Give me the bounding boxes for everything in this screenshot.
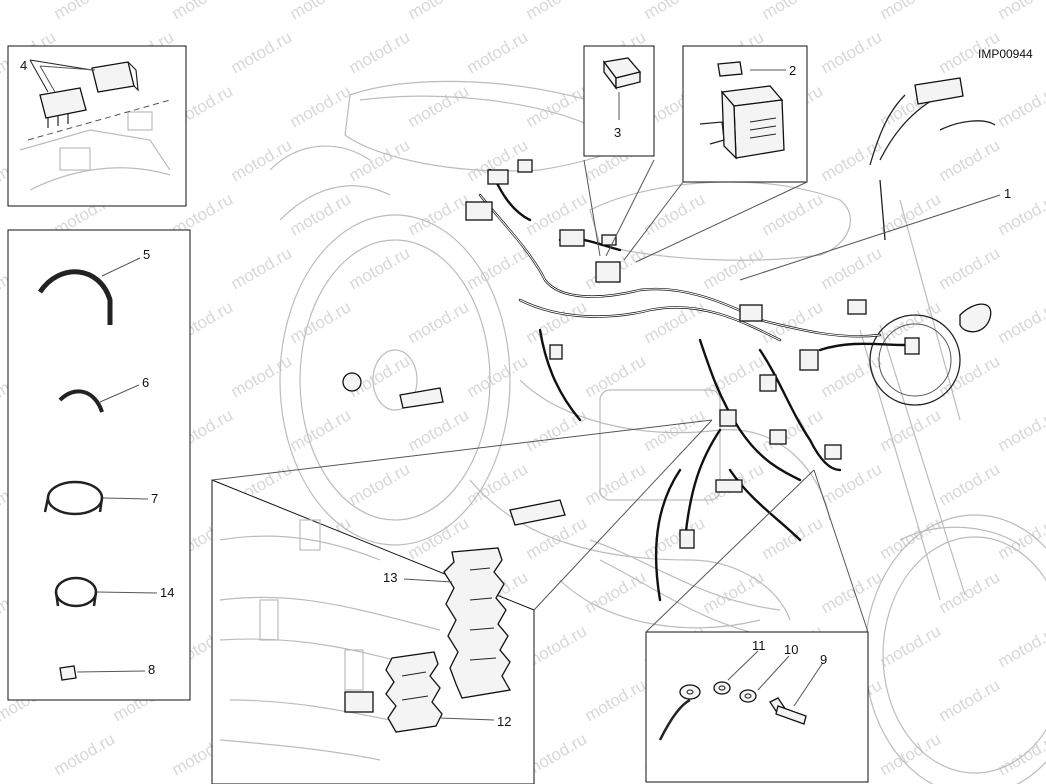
callout-13: 13 [383,570,397,585]
watermark-text: motod.ru [51,0,119,23]
watermark-text: motod.ru [759,513,827,563]
watermark-text: motod.ru [936,675,1004,725]
callout-9: 9 [820,652,827,667]
watermark-text: motod.ru [228,243,296,293]
watermark-text: motod.ru [818,27,886,77]
watermark-text: motod.ru [995,297,1046,347]
ground-fastener-parts [658,681,807,741]
watermark-text: motod.ru [287,81,355,131]
watermark-text: motod.ru [641,513,709,563]
callout-4: 4 [20,58,27,73]
watermark-text: motod.ru [582,351,650,401]
watermark-text: motod.ru [877,621,945,671]
watermark-text: motod.ru [51,729,119,779]
watermark-text: motod.ru [582,675,650,725]
watermark-text: motod.ru [877,0,945,23]
clip-parts [37,269,113,681]
relay-parts [19,59,171,191]
fuse-box-inset-box [682,45,808,183]
watermark-text: motod.ru [995,81,1046,131]
watermark-text: motod.ru [936,135,1004,185]
watermark-text: motod.ru [169,0,237,23]
callout-3: 3 [614,125,621,140]
watermark-text: motod.ru [936,459,1004,509]
callout-2: 2 [789,63,796,78]
watermark-text: motod.ru [228,135,296,185]
watermark-text: motod.ru [995,0,1046,23]
watermark-text: motod.ru [464,27,532,77]
watermark-text: motod.ru [877,405,945,455]
watermark-text: motod.ru [995,189,1046,239]
watermark-text: motod.ru [877,513,945,563]
watermark-text: motod.ru [995,729,1046,779]
watermark-text: motod.ru [287,297,355,347]
clips-inset-box [7,229,191,701]
watermark-text: motod.ru [405,297,473,347]
watermark-text: motod.ru [641,0,709,23]
watermark-text: motod.ru [641,189,709,239]
callout-5: 5 [143,247,150,262]
callout-8: 8 [148,662,155,677]
callout-labels: 1 2 3 4 5 6 7 8 9 10 11 12 13 14 [20,58,1011,729]
harness-holder-inset-box [211,479,535,784]
watermark-text: motod.ru [523,81,591,131]
watermark-text: motod.ru [523,0,591,23]
watermark-text: motod.ru [228,351,296,401]
watermark-text: motod.ru [995,621,1046,671]
watermark-text: motod.ru [818,135,886,185]
callout-14: 14 [160,585,174,600]
watermark-text: motod.ru [346,243,414,293]
watermark-text: motod.ru [936,243,1004,293]
fuse-box-part [699,61,785,160]
image-code: IMP00944 [978,47,1033,61]
watermark-text: motod.ru [995,513,1046,563]
watermark-text: motod.ru [405,81,473,131]
watermark-text: motod.ru [523,405,591,455]
callout-1: 1 [1004,186,1011,201]
watermark-text: motod.ru [346,459,414,509]
ground-fastener-inset-box [645,631,869,783]
watermark-text: motod.ru [641,297,709,347]
watermark-text: motod.ru [287,405,355,455]
watermark-text: motod.ru [818,567,886,617]
callout-10: 10 [784,642,798,657]
watermark-text: motod.ru [287,0,355,23]
watermark-text: motod.ru [877,729,945,779]
watermark-text: motod.ru [228,27,296,77]
callout-7: 7 [151,491,158,506]
leader-lines [39,65,1001,721]
watermark-text: motod.ru [346,135,414,185]
motorcycle-outline [269,77,1046,784]
watermark-text: motod.ru [759,0,827,23]
watermark-text: motod.ru [405,189,473,239]
watermark-text: motod.ru [759,189,827,239]
watermark-text: motod.ru [582,459,650,509]
watermark-text: motod.ru [700,243,768,293]
watermark-text: motod.ru [346,27,414,77]
watermark-text: motod.ru [936,351,1004,401]
fuse-holder-part [602,57,642,90]
watermark-text: motod.ru [995,405,1046,455]
callout-11: 11 [752,638,766,653]
watermark-text: motod.ru [818,351,886,401]
main-wiring-harness [465,159,920,602]
harness-holder-parts [219,519,512,761]
watermark-text: motod.ru [464,243,532,293]
callout-6: 6 [142,375,149,390]
callout-12: 12 [497,714,511,729]
watermark-text: motod.ru [641,405,709,455]
watermark-text: motod.ru [582,567,650,617]
watermark-text: motod.ru [700,351,768,401]
watermark-text: motod.ru [405,405,473,455]
watermark-text: motod.ru [464,351,532,401]
watermark-text: motod.ru [936,567,1004,617]
watermark-text: motod.ru [405,0,473,23]
watermark-text: motod.ru [759,405,827,455]
watermark-text: motod.ru [818,459,886,509]
